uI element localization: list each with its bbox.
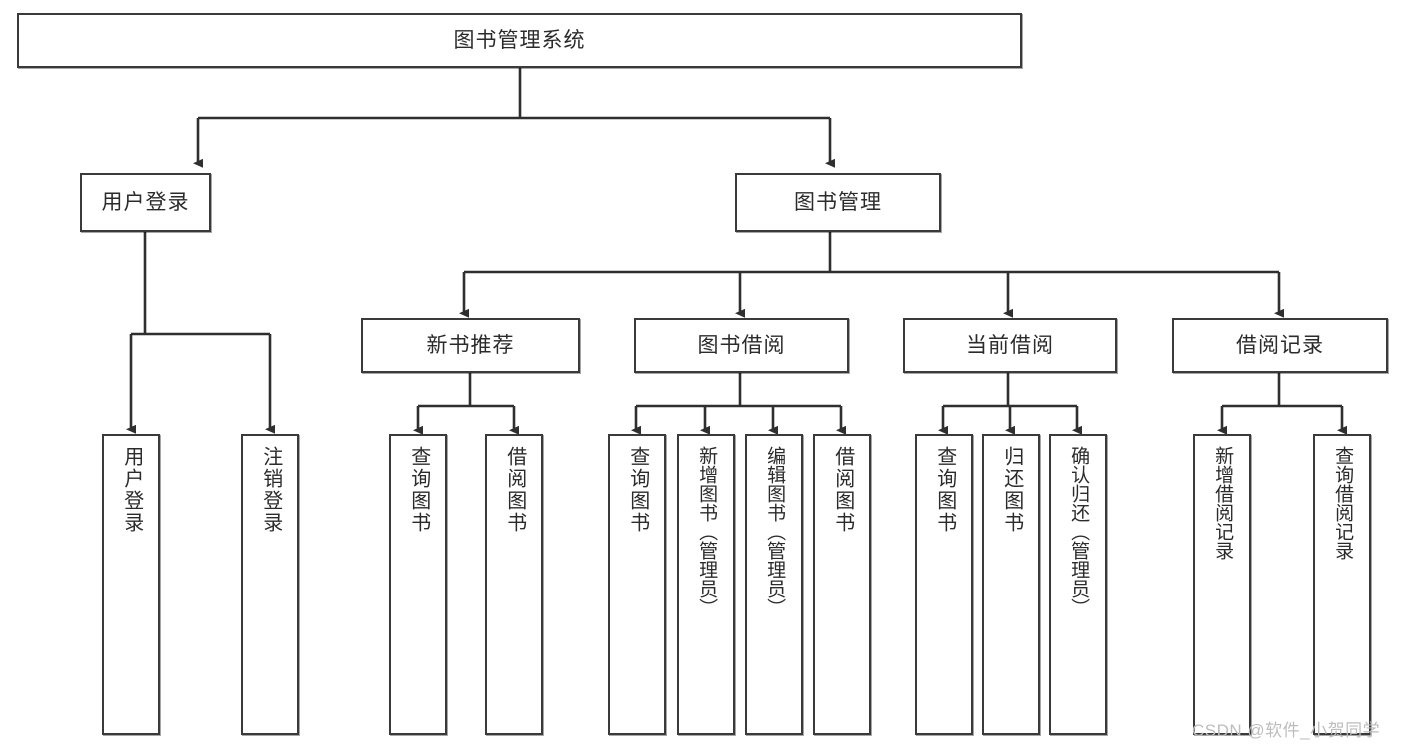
leaf-query-book-current[interactable]: 查询图书 — [915, 434, 973, 735]
leaf-query-book-recommend[interactable]: 查询图书 — [389, 434, 447, 735]
node-label: 借阅记录 — [1236, 333, 1324, 357]
node-label: 归还图书 — [1000, 446, 1023, 534]
leaf-borrow-book-borrow[interactable]: 借阅图书 — [813, 434, 871, 735]
leaf-borrow-book-recommend[interactable]: 借阅图书 — [485, 434, 543, 735]
leaf-query-borrow-record[interactable]: 查询借阅记录 — [1313, 434, 1371, 735]
node-label: 图书借阅 — [697, 333, 786, 357]
node-label: 查询图书 — [626, 446, 649, 534]
node-book-management[interactable]: 图书管理 — [735, 173, 941, 232]
leaf-user-login[interactable]: 用户登录 — [102, 434, 160, 735]
node-label: 借阅图书 — [831, 446, 854, 534]
node-label: 注销登录 — [259, 446, 282, 534]
leaf-add-book[interactable]: 新增图书（管理员） — [677, 434, 735, 735]
node-book-borrow[interactable]: 图书借阅 — [634, 318, 849, 373]
node-user-login[interactable]: 用户登录 — [80, 173, 211, 232]
node-label: 新书推荐 — [426, 333, 515, 357]
node-book-management-system[interactable]: 图书管理系统 — [17, 13, 1022, 68]
leaf-logout[interactable]: 注销登录 — [241, 434, 299, 735]
node-label: 确认归还（管理员） — [1068, 446, 1090, 617]
node-label: 查询图书 — [407, 446, 430, 534]
node-label: 借阅图书 — [503, 446, 526, 534]
node-label: 编辑图书（管理员） — [764, 446, 786, 617]
csdn-watermark: CSDN @软件_小贺同学 — [1192, 721, 1381, 740]
leaf-query-book-borrow[interactable]: 查询图书 — [608, 434, 666, 735]
node-new-book-recommend[interactable]: 新书推荐 — [361, 318, 580, 373]
leaf-return-book[interactable]: 归还图书 — [982, 434, 1040, 735]
node-label: 新增图书（管理员） — [696, 446, 718, 617]
node-label: 查询借阅记录 — [1332, 446, 1354, 560]
node-borrow-record[interactable]: 借阅记录 — [1172, 318, 1388, 373]
node-label: 新增借阅记录 — [1212, 446, 1234, 560]
leaf-edit-book[interactable]: 编辑图书（管理员） — [745, 434, 803, 735]
node-label: 用户登录 — [101, 190, 190, 214]
node-label: 用户登录 — [120, 446, 143, 534]
node-current-borrow[interactable]: 当前借阅 — [903, 318, 1117, 373]
node-label: 图书管理系统 — [453, 28, 586, 52]
leaf-confirm-return[interactable]: 确认归还（管理员） — [1049, 434, 1107, 735]
node-label: 图书管理 — [794, 190, 882, 214]
node-label: 当前借阅 — [966, 333, 1054, 357]
leaf-add-borrow-record[interactable]: 新增借阅记录 — [1193, 434, 1251, 735]
node-label: 查询图书 — [933, 446, 956, 534]
